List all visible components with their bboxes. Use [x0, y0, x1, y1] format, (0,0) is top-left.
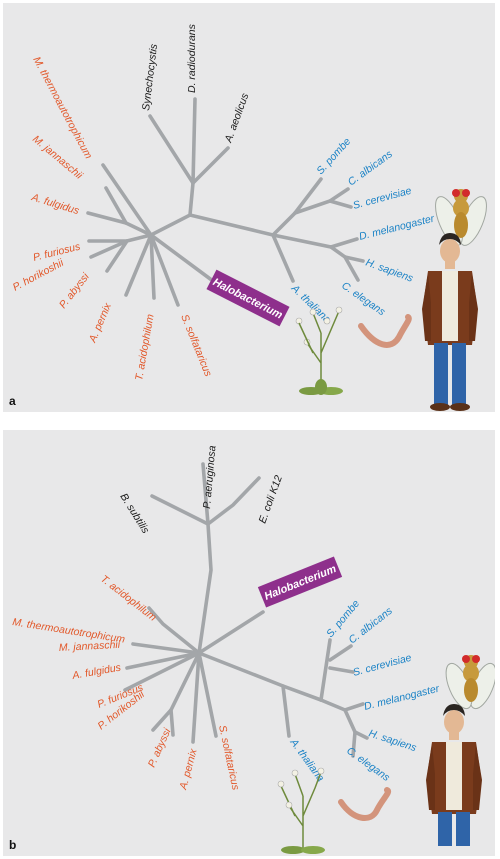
label-s-solfataricus-b: S. solfataricus [216, 724, 242, 792]
man-icon-b [426, 704, 482, 846]
plant-icon-b [277, 767, 325, 854]
fruit-fly-icon [435, 189, 487, 246]
label-d-radiodurans: D. radiodurans [186, 23, 198, 93]
label-a-fulgidus-b: A. fulgidus [70, 661, 122, 682]
tree-branches-b [123, 462, 369, 758]
label-h-sapiens-b: H. sapiens [367, 727, 419, 754]
fruit-fly-icon-b [445, 655, 495, 710]
label-synechocystis: Synechocystis [140, 43, 160, 112]
man-icon [422, 233, 478, 411]
worm-icon [358, 314, 412, 348]
label-c-elegans-b: C. elegans [344, 745, 392, 785]
tree-a: Synechocystis D. radiodurans A. aeolicus… [11, 23, 487, 411]
label-a-fulgidus: A. fulgidus [29, 191, 81, 217]
label-s-cerevisiae-b: S. cerevisiae [352, 652, 413, 679]
panel-letter-b: b [9, 838, 17, 852]
label-t-acidophilum-b: T. acidophilum [98, 573, 159, 624]
label-a-aeolicus: A. aeolicus [222, 91, 251, 145]
label-a-pernix: A. pernix [86, 301, 114, 345]
tree-branches-a [86, 97, 365, 307]
label-b-subtilis: B. subtilis [117, 491, 151, 536]
label-m-jannaschii-b: M. jannaschii [59, 639, 121, 654]
label-d-melanogaster-b: D. melanogaster [363, 683, 441, 713]
label-p-aeruginosa: P. aeruginosa [201, 445, 218, 509]
label-t-acidophilum: T. acidophilum [133, 313, 157, 382]
panel-letter-a: a [9, 394, 16, 408]
halobacterium-badge: Halobacterium [206, 269, 290, 327]
halobacterium-badge-b: Halobacterium [257, 556, 343, 608]
plant-icon [295, 306, 343, 395]
label-s-cerevisiae: S. cerevisiae [352, 185, 413, 212]
label-s-pombe: S. pombe [314, 135, 353, 177]
label-d-melanogaster: D. melanogaster [358, 213, 436, 243]
worm-icon-b [338, 787, 391, 821]
label-p-abyssi: P. abyssi [57, 270, 92, 310]
label-c-albicans: C. albicans [346, 148, 396, 189]
tree-b: B. subtilis P. aeruginosa E. coli K12 T.… [12, 445, 495, 854]
label-a-thaliana-b: A. thaliana [287, 736, 327, 784]
label-a-pernix-b: A. pernix [177, 747, 200, 792]
label-h-sapiens: H. sapiens [364, 257, 415, 285]
panel-b: B. subtilis P. aeruginosa E. coli K12 T.… [3, 430, 495, 856]
label-p-abyssi-b: P. abyssi [146, 726, 174, 769]
label-e-coli-k12: E. coli K12 [257, 474, 285, 525]
label-c-elegans: C. elegans [339, 280, 388, 319]
label-s-solfataricus: S. solfataricus [178, 313, 214, 379]
panel-a: Synechocystis D. radiodurans A. aeolicus… [3, 3, 495, 412]
